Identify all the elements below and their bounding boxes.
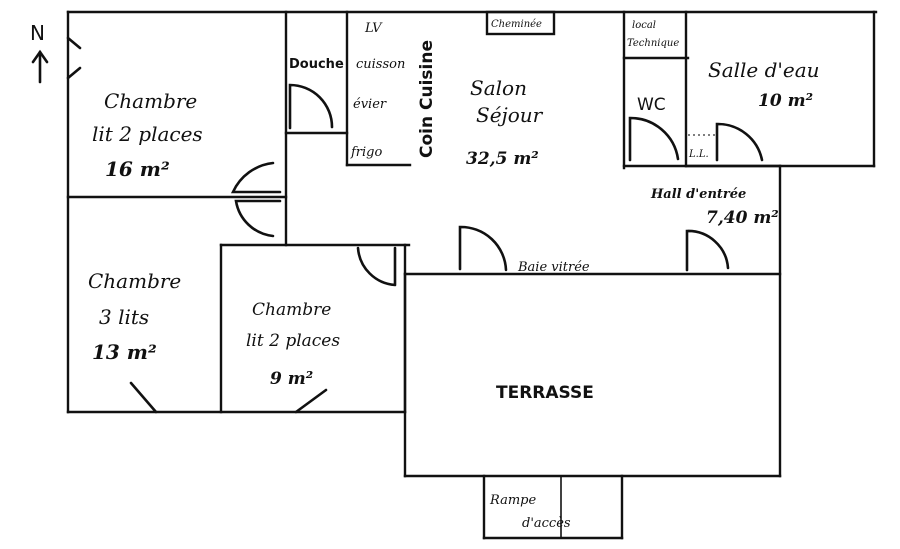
room-name: Salle d'eau (708, 58, 820, 82)
room-name: WC (637, 95, 666, 115)
kitchen-item: évier (353, 97, 387, 112)
room-name: Hall d'entrée (650, 187, 746, 202)
room-salon: Salon Séjour 32,5 m² (466, 76, 544, 169)
kitchen-item: frigo (350, 145, 383, 160)
room-area: 32,5 m² (466, 149, 539, 169)
room-linge: L.L. (688, 149, 709, 160)
room-salle-eau: Salle d'eau 10 m² (708, 58, 820, 111)
room-name-2: Technique (627, 38, 679, 49)
walls (66, 10, 878, 540)
baie-vitree: Baie vitrée (517, 260, 590, 275)
room-name: Chambre (88, 269, 181, 293)
rampe-acces: Rampe d'accès (489, 493, 571, 531)
kitchen-item: cuisson (356, 57, 405, 72)
kitchen-item: LV (364, 21, 383, 36)
window-label: Baie vitrée (517, 260, 590, 275)
room-name: L.L. (688, 149, 709, 160)
room-area: 16 m² (105, 157, 170, 181)
room-name: Rampe (489, 493, 536, 508)
room-name: Coin Cuisine (417, 40, 437, 158)
north-label: N (30, 21, 45, 45)
room-detail: lit 2 places (246, 331, 340, 351)
windows-left (66, 36, 82, 80)
room-name: Cheminée (491, 19, 542, 30)
room-chambre-13: Chambre 3 lits 13 m² (88, 269, 181, 364)
room-douche: Douche (289, 57, 344, 72)
room-cheminee: Cheminée (491, 19, 542, 30)
room-name: Chambre (252, 300, 331, 320)
compass: N (30, 21, 49, 84)
room-name: TERRASSE (496, 383, 594, 403)
room-name: Douche (289, 57, 344, 72)
doors (129, 83, 764, 414)
north-arrow-icon (31, 49, 49, 84)
room-name-2: d'accès (522, 516, 571, 531)
room-detail: 3 lits (99, 305, 149, 329)
room-chambre-9: Chambre lit 2 places 9 m² (246, 300, 340, 389)
room-name: Chambre (104, 89, 197, 113)
room-name: Salon (470, 76, 527, 100)
room-hall: Hall d'entrée 7,40 m² (650, 187, 779, 228)
room-area: 10 m² (758, 91, 813, 111)
room-terrasse: TERRASSE (496, 383, 594, 403)
room-local-technique: local Technique (627, 20, 679, 49)
room-detail: lit 2 places (92, 122, 203, 146)
room-area: 13 m² (92, 340, 157, 364)
room-name-2: Séjour (476, 103, 544, 127)
room-name: local (632, 20, 656, 31)
room-wc: WC (637, 95, 666, 115)
room-chambre-16: Chambre lit 2 places 16 m² (92, 89, 203, 181)
room-area: 7,40 m² (706, 208, 779, 228)
room-cuisine: LV cuisson évier frigo Coin Cuisine (350, 21, 437, 160)
room-area: 9 m² (270, 369, 313, 389)
